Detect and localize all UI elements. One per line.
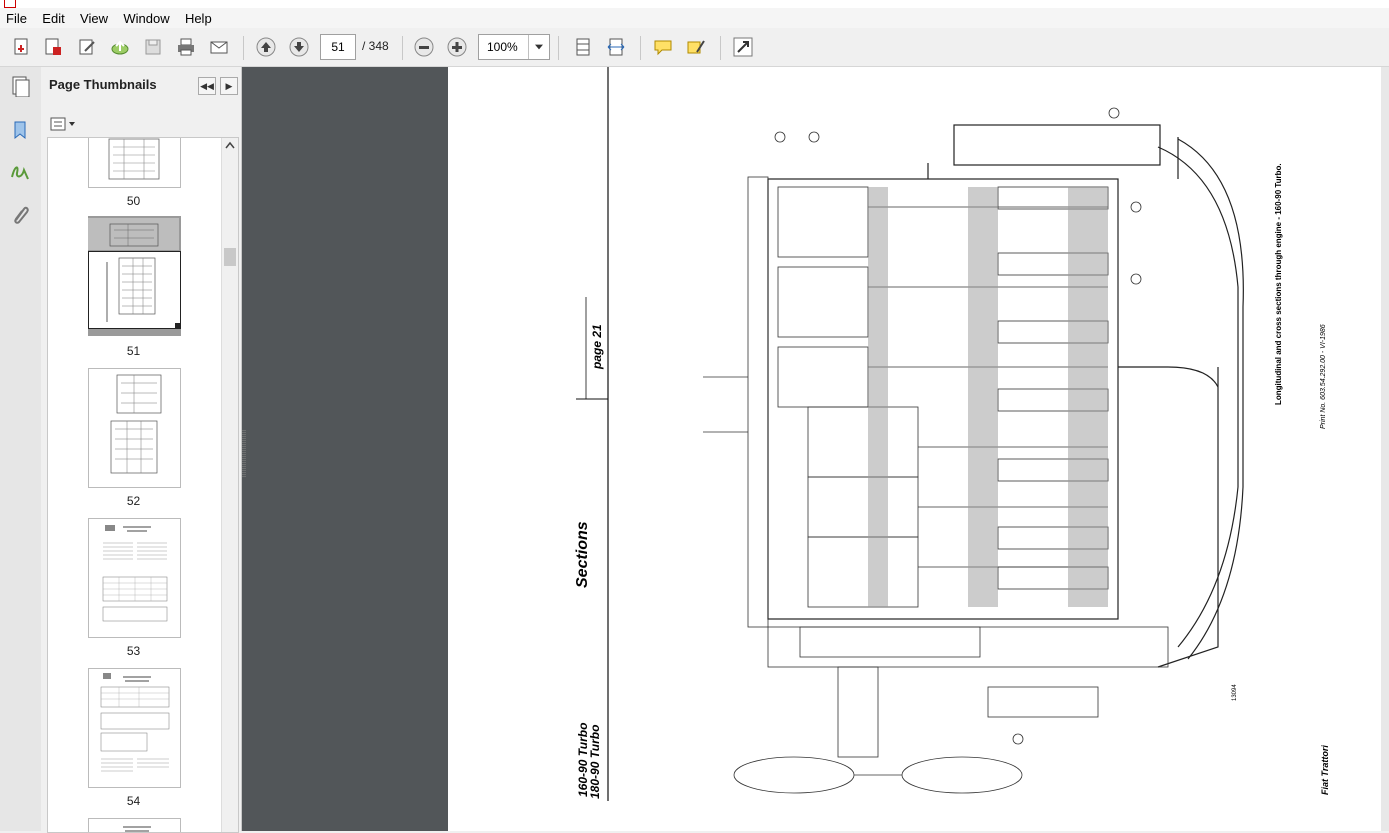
document-scrollbar[interactable] xyxy=(1381,67,1389,831)
highlight-text-icon[interactable] xyxy=(683,34,709,60)
panel-title: Page Thumbnails xyxy=(49,77,157,92)
create-pdf-icon[interactable] xyxy=(40,34,66,60)
thumbnail-label: 50 xyxy=(126,194,141,208)
document-background xyxy=(242,67,448,831)
save-icon[interactable] xyxy=(140,34,166,60)
figure-caption: Longitudinal and cross sections through … xyxy=(1274,163,1283,405)
thumbnail-page-52[interactable] xyxy=(88,368,181,488)
zoom-in-icon[interactable] xyxy=(444,34,470,60)
panel-resize-handle[interactable] xyxy=(242,430,246,478)
print-icon[interactable] xyxy=(173,34,199,60)
zoom-value: 100% xyxy=(487,40,518,54)
menu-view[interactable]: View xyxy=(80,11,108,26)
window-titlebar xyxy=(0,0,1389,8)
print-number: Print No. 603.54.292.00 - VI-1986 xyxy=(1320,324,1327,429)
thumbnail-page-50[interactable] xyxy=(88,138,181,188)
model-line-2: 180-90 Turbo xyxy=(588,724,602,799)
thumbnails-panel: Page Thumbnails ◀◀ ▶ 50 51 52 53 54 xyxy=(41,67,242,833)
menu-help[interactable]: Help xyxy=(184,11,212,26)
scrollbar-thumb[interactable] xyxy=(224,248,236,266)
page-number-input[interactable]: 51 xyxy=(320,34,356,60)
thumbnail-list[interactable]: 50 51 52 53 54 xyxy=(47,137,239,833)
thumbnail-page-51[interactable] xyxy=(88,251,181,329)
panel-menu-icon[interactable]: ▶ xyxy=(220,77,238,95)
attachment-icon[interactable] xyxy=(7,201,33,227)
thumbnail-label: 54 xyxy=(126,794,141,808)
menu-file[interactable]: File xyxy=(6,11,27,26)
page-total: / 348 xyxy=(362,39,389,53)
zoom-select[interactable]: 100% xyxy=(478,34,550,60)
toolbar: 51 / 348 100% xyxy=(0,28,1389,67)
previous-page-icon[interactable] xyxy=(253,34,279,60)
scroll-up-icon[interactable] xyxy=(222,138,238,154)
fit-width-icon[interactable] xyxy=(603,34,629,60)
fullscreen-icon[interactable] xyxy=(730,34,756,60)
next-page-icon[interactable] xyxy=(286,34,312,60)
thumbnail-label: 53 xyxy=(126,644,141,658)
zoom-out-icon[interactable] xyxy=(411,34,437,60)
thumbnail-scrollbar[interactable] xyxy=(221,138,238,832)
bookmark-icon[interactable] xyxy=(7,117,33,143)
brand-name: Fiat Trattori xyxy=(1320,745,1330,795)
comment-icon[interactable] xyxy=(650,34,676,60)
thumbnail-label: 51 xyxy=(126,344,141,358)
page-thumbnails-icon[interactable] xyxy=(7,73,33,99)
section-title: Sections xyxy=(574,521,591,588)
menu-window[interactable]: Window xyxy=(123,11,170,26)
figure-number: 13094 xyxy=(1232,684,1238,701)
upload-cloud-icon[interactable] xyxy=(107,34,133,60)
engine-section-drawing xyxy=(576,67,1244,801)
edit-document-icon[interactable] xyxy=(74,34,100,60)
thumbnail-page-54[interactable] xyxy=(88,668,181,788)
page-reference: page 21 xyxy=(590,324,604,369)
email-icon[interactable] xyxy=(206,34,232,60)
navigation-rail xyxy=(0,67,42,831)
menu-bar: File Edit View Window Help xyxy=(0,8,1389,28)
pdf-file-icon xyxy=(4,0,16,8)
signature-icon[interactable] xyxy=(7,159,33,185)
thumbnail-visible-region xyxy=(88,218,179,250)
collapse-panel-icon[interactable]: ◀◀ xyxy=(198,77,216,95)
fit-page-icon[interactable] xyxy=(570,34,596,60)
chevron-down-icon[interactable] xyxy=(528,35,549,59)
thumbnail-options-button[interactable] xyxy=(50,115,78,133)
thumbnail-label: 52 xyxy=(126,494,141,508)
pdf-page[interactable]: page 21 Sections 160-90 Turbo 180-90 Tur… xyxy=(448,67,1381,831)
open-file-icon[interactable] xyxy=(8,34,34,60)
thumbnail-page-53[interactable] xyxy=(88,518,181,638)
menu-edit[interactable]: Edit xyxy=(42,11,65,26)
